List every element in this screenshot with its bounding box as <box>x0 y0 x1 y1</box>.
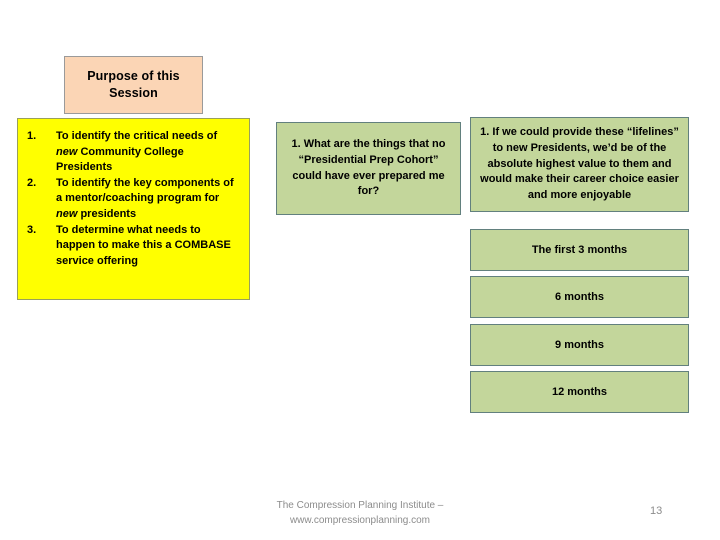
objective-number: 3. <box>27 223 37 236</box>
question-text: 1. What are the things that no “Presiden… <box>291 137 446 198</box>
objective-number: 2. <box>27 176 37 189</box>
timeline-box-first-3-months: The first 3 months <box>470 229 689 271</box>
timeline-label: 6 months <box>555 290 604 303</box>
footer-line-2: www.compressionplanning.com <box>289 515 431 526</box>
timeline-box-12-months: 12 months <box>470 371 689 413</box>
question-box: 1. What are the things that no “Presiden… <box>276 122 461 215</box>
objective-item: 3. To determine what needs to happen to m… <box>27 223 240 270</box>
timeline-box-9-months: 9 months <box>470 324 689 366</box>
objectives-list: 1. To identify the critical needs of new … <box>27 129 240 269</box>
timeline-label: 9 months <box>555 338 604 351</box>
insight-box: 1. If we could provide these “lifelines”… <box>470 117 689 212</box>
objective-text: To identify the key components of a ment… <box>56 176 234 221</box>
footer-line-1: The Compression Planning Institute – <box>276 500 444 511</box>
insight-text: 1. If we could provide these “lifelines”… <box>480 125 679 202</box>
objective-item: 2. To identify the key components of a me… <box>27 176 240 223</box>
timeline-label: The first 3 months <box>531 243 628 256</box>
objective-text: To identify the critical needs of new Co… <box>56 130 218 174</box>
timeline-box-6-months: 6 months <box>470 276 689 318</box>
timeline-label: 12 months <box>551 385 607 398</box>
purpose-title-text: Purpose of this Session <box>87 69 180 100</box>
objective-number: 1. <box>27 130 37 142</box>
page-number: 13 <box>650 505 663 517</box>
slide-footer: The Compression Planning Institute – www… <box>0 498 720 528</box>
objective-item: 1. To identify the critical needs of new … <box>27 129 240 176</box>
purpose-title-box: Purpose of this Session <box>64 56 203 114</box>
objective-text: To determine what needs to happen to mak… <box>56 223 231 267</box>
objectives-box: 1. To identify the critical needs of new … <box>17 118 250 300</box>
